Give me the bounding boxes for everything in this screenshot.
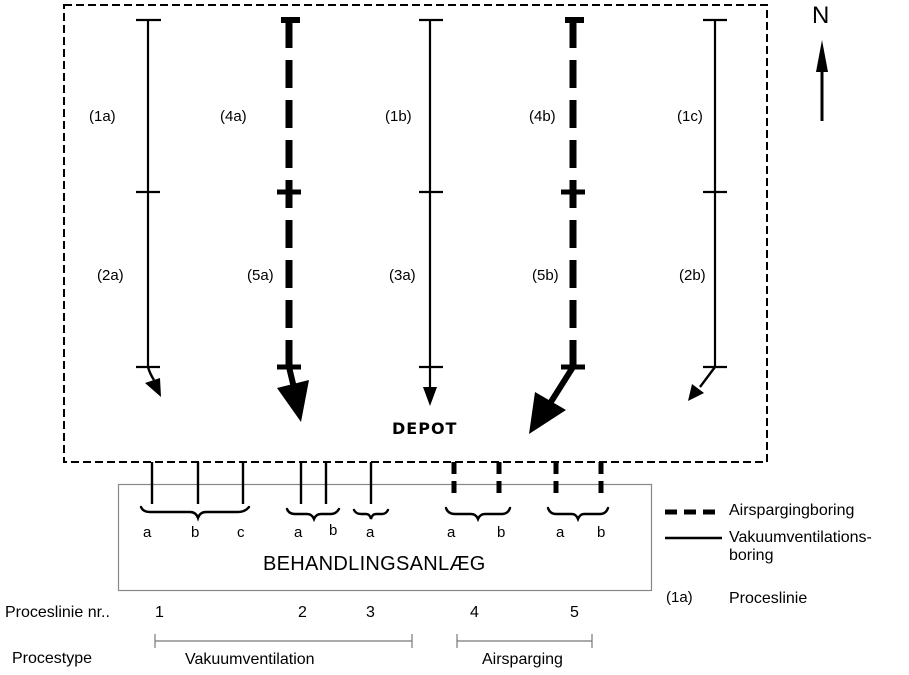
connection-5a: a [556,524,565,541]
well-label-5b: (5b) [532,267,559,284]
treatment-plant-box [117,483,653,592]
depot-label: DEPOT [392,419,458,438]
procestype-label: Procestype [12,650,93,667]
connection-1b: b [191,524,200,541]
line-number-3-pos: 3 [366,604,375,621]
well-label-1a: (1a) [89,108,116,125]
vakuum-connections [150,462,373,504]
north-arrow-icon [816,40,828,121]
line-number-2: 2 [298,604,307,621]
connection-1a: a [143,524,152,541]
line-number-4: 4 [470,604,479,621]
arrow-head-icon [688,384,704,401]
well-label-2a: (2a) [97,267,124,284]
connection-4a: a [447,524,456,541]
legend-proceslinie-label: Proceslinie [729,590,808,607]
legend-vakuum-label-line1: Vakuumventilations- [729,529,872,546]
procestype-vakuum: Vakuumventilation [185,651,315,668]
connection-3a: a [366,524,375,541]
well-label-4b: (4b) [529,108,556,125]
airsparging-connections [451,462,604,500]
brace-icons [139,505,610,523]
well-label-1c: (1c) [677,108,703,125]
well-label-1b: (1b) [385,108,412,125]
arrow-head-icon [529,392,566,434]
well-column-1b-3a [419,18,443,406]
line-number-1: 1 [155,604,164,621]
procestype-airsparging: Airsparging [482,651,563,668]
well-column-4b-5b [529,17,585,434]
proceslinie-nr-label: Proceslinie nr.. [5,604,110,621]
connection-1c: c [237,524,245,541]
well-label-3a: (3a) [389,267,416,284]
arrow-head-icon [145,378,161,397]
well-column-1c-2b [688,18,727,401]
legend-airsparging-label: Airspargingboring [729,502,855,519]
well-column-4a-5a [277,17,309,422]
procestype-range-vakuum [154,634,413,648]
legend-vakuum-label-line2: boring [729,547,774,564]
connection-4b: b [497,524,506,541]
treatment-plant-label: BEHANDLINGSANLÆG [263,553,486,575]
legend-proceslinie-symbol: (1a) [666,589,693,606]
arrow-head-icon [277,380,309,422]
arrow-head-icon [423,387,437,406]
well-column-1a-2a [136,18,161,397]
well-label-5a: (5a) [247,267,274,284]
connection-5b: b [597,524,606,541]
connection-2a: a [294,524,303,541]
well-label-2b: (2b) [679,267,706,284]
north-label: N [812,2,830,29]
depot-boundary [63,4,768,463]
procestype-range-airsparging [456,634,593,648]
well-label-4a: (4a) [220,108,247,125]
connection-2b: b [329,522,338,539]
line-number-5: 5 [570,604,579,621]
